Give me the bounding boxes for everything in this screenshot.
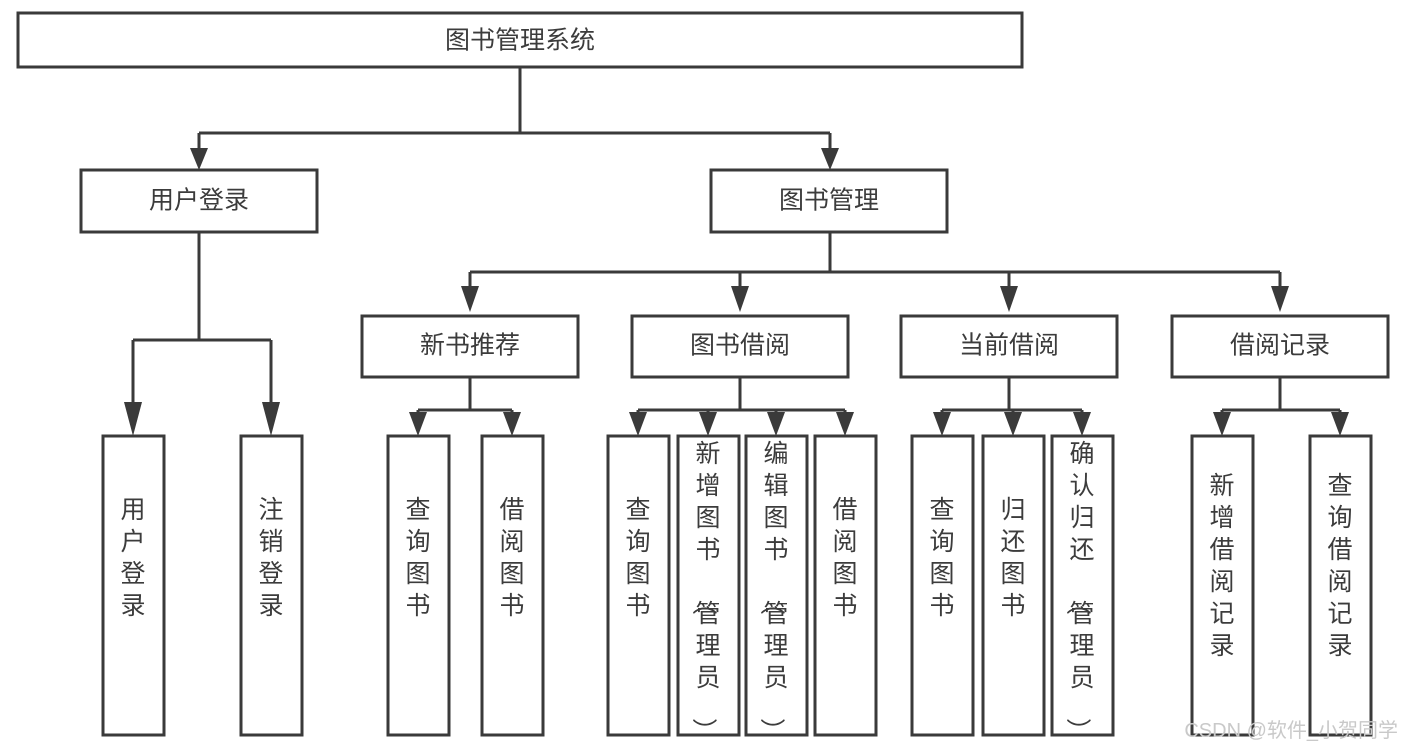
arrow-head-leaf-query-record — [1331, 412, 1349, 436]
arrow-head-leaf-borrow-book-a — [503, 412, 521, 436]
node-book-management-label: 图书管理 — [779, 187, 879, 215]
arrow-head-leaf-query-book-b — [629, 412, 647, 436]
leaf-add-borrow-record-label: 新增借阅记录 — [1209, 472, 1234, 660]
leaf-logout[interactable]: 注销登录 — [239, 434, 304, 737]
node-user-login[interactable]: 用户登录 — [79, 168, 319, 234]
leaf-borrow-book-newbook[interactable]: 借阅图书 — [480, 434, 545, 737]
leaf-confirm-return-admin-box[interactable] — [1050, 434, 1115, 737]
leaf-query-book-borrow-label: 查询图书 — [625, 496, 650, 620]
node-current-borrow-label: 当前借阅 — [959, 332, 1059, 360]
connector-layer — [124, 67, 1349, 436]
node-current-borrow[interactable]: 当前借阅 — [899, 314, 1119, 379]
leaf-borrow-book-borrow[interactable]: 借阅图书 — [813, 434, 878, 737]
arrow-head-borrow — [731, 286, 749, 312]
csdn-watermark: CSDN @软件_小贺同学 — [1184, 719, 1398, 742]
node-book-borrow-box[interactable] — [630, 314, 850, 379]
leaf-user-login-label: 用户登录 — [120, 496, 145, 620]
leaf-query-book-current[interactable]: 查询图书 — [910, 434, 975, 737]
arrow-head-current — [1000, 286, 1018, 312]
arrow-head-leaf-borrow-book-b — [836, 412, 854, 436]
leaf-return-book-box[interactable] — [981, 434, 1046, 737]
arrow-head-user-login — [190, 148, 208, 170]
arrow-head-leaf-return-book — [1004, 412, 1022, 436]
leaf-return-book[interactable]: 归还图书 — [981, 434, 1046, 737]
leaf-query-book-newbook[interactable]: 查询图书 — [386, 434, 451, 737]
node-new-book-recommend-box[interactable] — [360, 314, 580, 379]
node-user-login-box[interactable] — [79, 168, 319, 234]
leaf-add-book-admin[interactable]: 新增图书（管理员） — [676, 434, 741, 743]
leaf-confirm-return-admin[interactable]: 确认归还（管理员） — [1050, 434, 1115, 743]
arrow-head-leaf-query-book-a — [409, 412, 427, 436]
leaf-add-book-admin-box[interactable] — [676, 434, 741, 737]
node-root-label: 图书管理系统 — [445, 27, 595, 55]
leaf-query-book-borrow[interactable]: 查询图书 — [606, 434, 671, 737]
node-borrow-records[interactable]: 借阅记录 — [1170, 314, 1390, 379]
arrow-head-book-manage — [821, 148, 839, 170]
leaf-borrow-book-newbook-box[interactable] — [480, 434, 545, 737]
leaf-query-book-current-box[interactable] — [910, 434, 975, 737]
leaf-edit-book-admin-box[interactable] — [744, 434, 809, 737]
leaf-edit-book-admin-label: 编辑图书（管理员） — [757, 440, 788, 743]
leaf-query-book-borrow-box[interactable] — [606, 434, 671, 737]
leaf-return-book-label: 归还图书 — [1000, 496, 1025, 620]
node-user-login-label: 用户登录 — [149, 187, 249, 215]
leaf-confirm-return-admin-label: 确认归还（管理员） — [1063, 440, 1094, 743]
node-new-book-recommend[interactable]: 新书推荐 — [360, 314, 580, 379]
leaf-borrow-book-borrow-box[interactable] — [813, 434, 878, 737]
leaf-add-borrow-record[interactable]: 新增借阅记录 — [1190, 434, 1255, 737]
node-root-box[interactable] — [16, 11, 1024, 69]
arrow-head-leaf-logout — [262, 402, 280, 436]
leaf-user-login-box[interactable] — [101, 434, 166, 737]
arrow-head-leaf-confirm-return — [1073, 412, 1091, 436]
arrow-head-new-book — [461, 286, 479, 312]
arrow-head-leaf-user-login — [124, 402, 142, 436]
arrow-head-leaf-add-book — [699, 412, 717, 436]
leaf-query-book-newbook-box[interactable] — [386, 434, 451, 737]
node-current-borrow-box[interactable] — [899, 314, 1119, 379]
leaf-query-book-current-label: 查询图书 — [929, 496, 954, 620]
leaf-add-book-admin-label: 新增图书（管理员） — [689, 440, 720, 743]
leaf-logout-label: 注销登录 — [258, 496, 283, 620]
leaf-add-borrow-record-box[interactable] — [1190, 434, 1255, 737]
leaf-edit-book-admin[interactable]: 编辑图书（管理员） — [744, 434, 809, 743]
leaf-borrow-book-newbook-label: 借阅图书 — [499, 496, 524, 620]
leaf-query-book-newbook-label: 查询图书 — [405, 496, 430, 620]
leaf-query-borrow-record-label: 查询借阅记录 — [1327, 472, 1352, 660]
node-borrow-records-label: 借阅记录 — [1230, 332, 1330, 360]
node-borrow-records-box[interactable] — [1170, 314, 1390, 379]
arrow-head-leaf-edit-book — [767, 412, 785, 436]
leaf-query-borrow-record[interactable]: 查询借阅记录 — [1308, 434, 1373, 737]
arrow-head-records — [1271, 286, 1289, 312]
node-book-borrow-label: 图书借阅 — [690, 332, 790, 360]
arrow-head-leaf-add-record — [1213, 412, 1231, 436]
leaf-query-borrow-record-box[interactable] — [1308, 434, 1373, 737]
leaf-user-login[interactable]: 用户登录 — [101, 434, 166, 737]
node-root-book-management-system[interactable]: 图书管理系统 — [16, 11, 1024, 69]
leaf-logout-box[interactable] — [239, 434, 304, 737]
node-book-borrow[interactable]: 图书借阅 — [630, 314, 850, 379]
arrow-head-leaf-query-book-c — [933, 412, 951, 436]
leaf-borrow-book-borrow-label: 借阅图书 — [832, 496, 857, 620]
node-new-book-recommend-label: 新书推荐 — [420, 332, 520, 360]
node-book-management-box[interactable] — [709, 168, 949, 234]
node-book-management[interactable]: 图书管理 — [709, 168, 949, 234]
